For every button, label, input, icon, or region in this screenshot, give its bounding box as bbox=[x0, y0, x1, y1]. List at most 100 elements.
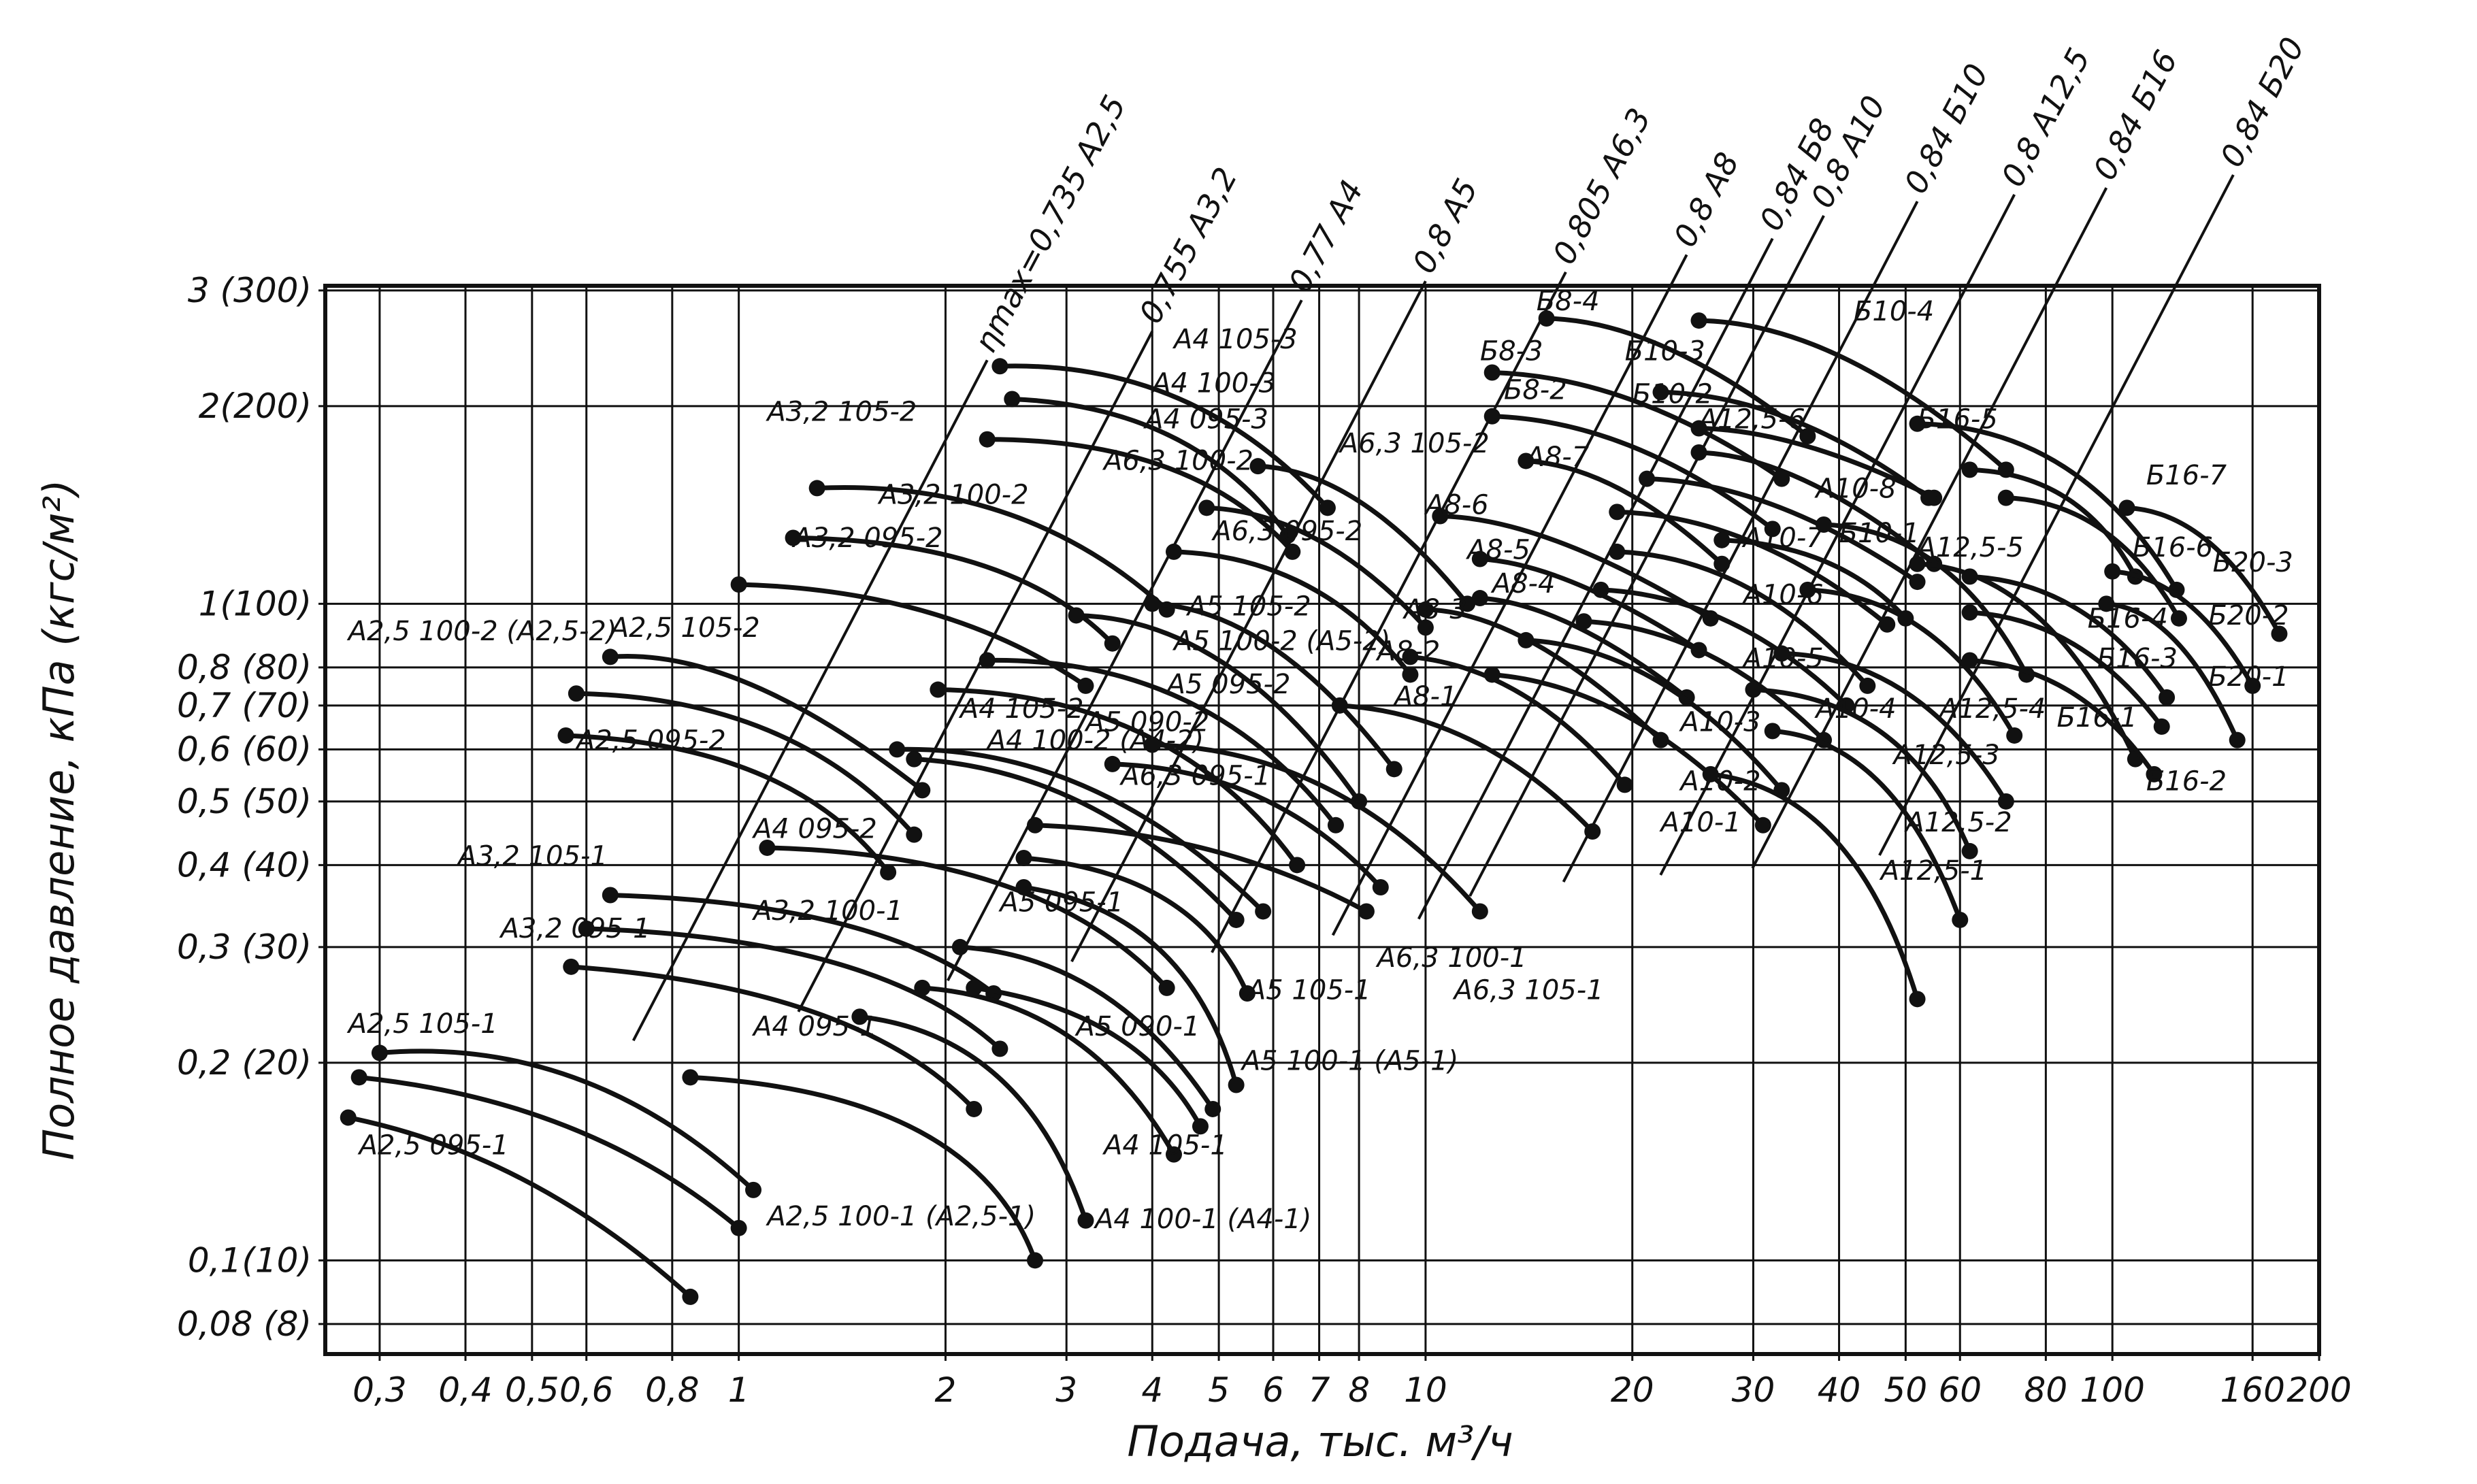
curve-label: Б8-4 bbox=[1537, 286, 1600, 317]
curve-start-point bbox=[1165, 543, 1182, 560]
curve-label: А4 105-1 bbox=[1102, 1130, 1228, 1161]
curve-label: А6,3 100-2 bbox=[1102, 445, 1253, 476]
curve-start-point bbox=[1639, 470, 1656, 487]
curve-start-point bbox=[602, 648, 619, 665]
curve-end-point bbox=[1238, 985, 1256, 1002]
curve-start-point bbox=[1713, 531, 1730, 548]
fan-curve bbox=[1523, 458, 1724, 567]
curve-label: А6,3 095-2 bbox=[1211, 516, 1362, 547]
curve-label: А6,3 100-1 bbox=[1375, 942, 1527, 974]
curve-start-point bbox=[1471, 590, 1488, 607]
fan-curve bbox=[1490, 672, 1766, 828]
curve-start-point bbox=[1997, 489, 2014, 506]
curve-start-point bbox=[1961, 568, 1978, 585]
fan-curve bbox=[1032, 823, 1369, 914]
curve-start-point bbox=[1432, 508, 1449, 525]
curve-start-point bbox=[1027, 817, 1044, 834]
grid bbox=[318, 286, 2320, 1361]
fan-curve bbox=[971, 985, 1203, 1129]
curve-start-point bbox=[2118, 499, 2135, 516]
curve-label: А8-5 bbox=[1465, 535, 1530, 566]
curve-end-point bbox=[914, 782, 931, 799]
efficiency-line bbox=[1751, 187, 2108, 869]
curve-start-point bbox=[785, 529, 802, 546]
curve-start-point bbox=[1518, 631, 1535, 648]
curve-start-point bbox=[930, 681, 947, 698]
curve-start-point bbox=[1690, 420, 1707, 437]
curve-end-point bbox=[2170, 610, 2187, 627]
fan-curve bbox=[568, 964, 977, 1112]
curve-start-point bbox=[1690, 312, 1707, 329]
fan-curve bbox=[1009, 397, 1290, 538]
x-tick-label: 80 bbox=[2024, 1370, 2068, 1410]
fan-curve bbox=[894, 746, 1266, 914]
curve-start-point bbox=[1652, 384, 1669, 401]
curve-end-point bbox=[2244, 677, 2261, 694]
curve-start-point bbox=[578, 920, 595, 937]
curve-end-point bbox=[1417, 619, 1434, 636]
curve-start-point bbox=[951, 938, 968, 955]
curve-label: А8-7 bbox=[1524, 442, 1589, 473]
fan-curve bbox=[1021, 855, 1250, 996]
curve-start-point bbox=[759, 839, 776, 856]
fan-curve bbox=[1967, 658, 2156, 777]
curve-start-point bbox=[1609, 543, 1626, 560]
curve-end-point bbox=[1385, 761, 1402, 778]
fan-curve bbox=[1805, 587, 2017, 738]
y-tick-label: 0,7 (70) bbox=[177, 686, 312, 725]
curve-end-point bbox=[1289, 857, 1306, 874]
efficiency-line bbox=[1211, 271, 1567, 953]
x-tick-label: 1 bbox=[728, 1370, 750, 1410]
x-tick-label: 8 bbox=[1348, 1370, 1370, 1410]
y-tick-label: 0,08 (8) bbox=[177, 1304, 312, 1344]
curve-start-point bbox=[1068, 607, 1085, 624]
curve-end-point bbox=[1459, 595, 1476, 612]
curve-start-point bbox=[1764, 723, 1781, 740]
fan-curve bbox=[1967, 610, 2165, 729]
curve-start-point bbox=[1015, 850, 1032, 867]
curve-start-point bbox=[851, 1008, 868, 1025]
curve-end-point bbox=[1192, 1118, 1209, 1135]
fan-curve bbox=[1598, 587, 1849, 708]
fan-curve bbox=[2103, 601, 2240, 743]
x-tick-label: 20 bbox=[1611, 1370, 1654, 1410]
curve-end-point bbox=[1027, 1252, 1044, 1269]
fan-curve bbox=[857, 1014, 1088, 1223]
x-tick-label: 3 bbox=[1055, 1370, 1077, 1410]
fan-curve bbox=[346, 1115, 693, 1300]
curve-end-point bbox=[906, 826, 923, 843]
fan-curve bbox=[1149, 601, 1397, 772]
curve-label: А8-6 bbox=[1424, 489, 1489, 521]
curve-start-point bbox=[1816, 516, 1833, 533]
y-tick-label: 0,6 (60) bbox=[177, 729, 312, 769]
curve-start-point bbox=[1909, 415, 1926, 432]
curve-start-point bbox=[602, 887, 619, 904]
curve-end-point bbox=[1584, 823, 1601, 840]
curve-end-point bbox=[1879, 616, 1896, 633]
efficiency-line bbox=[797, 330, 1154, 1012]
fan-curve bbox=[2110, 569, 2255, 689]
curve-end-point bbox=[1897, 610, 1914, 627]
fan-curve bbox=[608, 893, 996, 996]
fan-curve bbox=[764, 845, 1170, 991]
curve-start-point bbox=[1483, 408, 1500, 425]
curve-end-point bbox=[2146, 765, 2163, 782]
fan-curve bbox=[357, 1074, 742, 1231]
fan-curve bbox=[911, 757, 1239, 923]
fan-curve bbox=[1770, 728, 1963, 923]
curve-label: А5 090-1 bbox=[1075, 1011, 1200, 1042]
x-tick-label: 0,8 bbox=[645, 1370, 700, 1410]
curve-end-point bbox=[1616, 776, 1633, 793]
curve-end-point bbox=[1773, 470, 1790, 487]
curve-start-point bbox=[906, 751, 923, 768]
x-tick-label: 0,5 bbox=[505, 1370, 559, 1410]
curve-end-point bbox=[1284, 543, 1301, 560]
x-tick-label: 2 bbox=[935, 1370, 957, 1410]
y-axis-ticks: 3 (300)2(200)1(100)0,8 (80)0,7 (70)0,6 (… bbox=[177, 271, 312, 1344]
curve-label: А8-1 bbox=[1392, 681, 1458, 712]
curve-start-point bbox=[1483, 364, 1500, 381]
fan-curve bbox=[1696, 318, 2009, 472]
curve-start-point bbox=[730, 576, 747, 593]
curve-end-point bbox=[1997, 793, 2014, 810]
